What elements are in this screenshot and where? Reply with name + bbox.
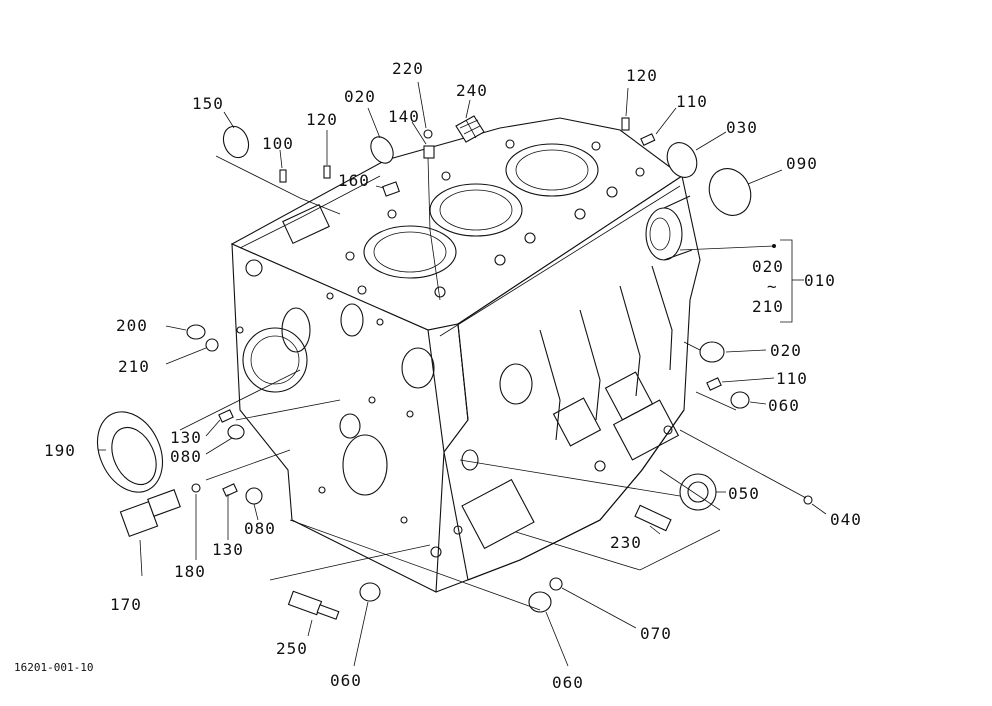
- label-150: 150: [192, 94, 224, 113]
- label-110-top: 110: [676, 92, 708, 111]
- label-250: 250: [276, 639, 308, 658]
- label-120-right: 120: [626, 66, 658, 85]
- label-020-bracket: 020: [752, 257, 784, 276]
- label-110-side: 110: [776, 369, 808, 388]
- label-060-right: 060: [768, 396, 800, 415]
- label-160: 160: [338, 171, 370, 190]
- label-020-side: 020: [770, 341, 802, 360]
- label-120-left: 120: [306, 110, 338, 129]
- label-210-bracket: 210: [752, 297, 784, 316]
- label-080-upper: 080: [170, 447, 202, 466]
- label-080-lower: 080: [244, 519, 276, 538]
- component-parts: [96, 115, 813, 620]
- label-090: 090: [786, 154, 818, 173]
- label-230: 230: [610, 533, 642, 552]
- label-010: 010: [804, 271, 836, 290]
- label-020-top: 020: [344, 87, 376, 106]
- label-130-upper: 130: [170, 428, 202, 447]
- label-190: 190: [44, 441, 76, 460]
- label-tilde: ~: [767, 277, 778, 296]
- label-060-bottom-right: 060: [552, 673, 584, 692]
- part-labels: 150 100 120 020 220 140 160 240 120 110 …: [14, 59, 862, 692]
- figure-code: 16201-001-10: [14, 661, 93, 674]
- label-200: 200: [116, 316, 148, 335]
- label-140: 140: [388, 107, 420, 126]
- label-210-left: 210: [118, 357, 150, 376]
- label-060-bottom-left: 060: [330, 671, 362, 690]
- cylinder-block: [230, 117, 701, 593]
- label-130-lower: 130: [212, 540, 244, 559]
- label-050: 050: [728, 484, 760, 503]
- label-170: 170: [110, 595, 142, 614]
- leader-lines: [98, 81, 827, 667]
- label-220: 220: [392, 59, 424, 78]
- label-030: 030: [726, 118, 758, 137]
- label-240: 240: [456, 81, 488, 100]
- label-100: 100: [262, 134, 294, 153]
- label-040: 040: [830, 510, 862, 529]
- label-070: 070: [640, 624, 672, 643]
- label-180: 180: [174, 562, 206, 581]
